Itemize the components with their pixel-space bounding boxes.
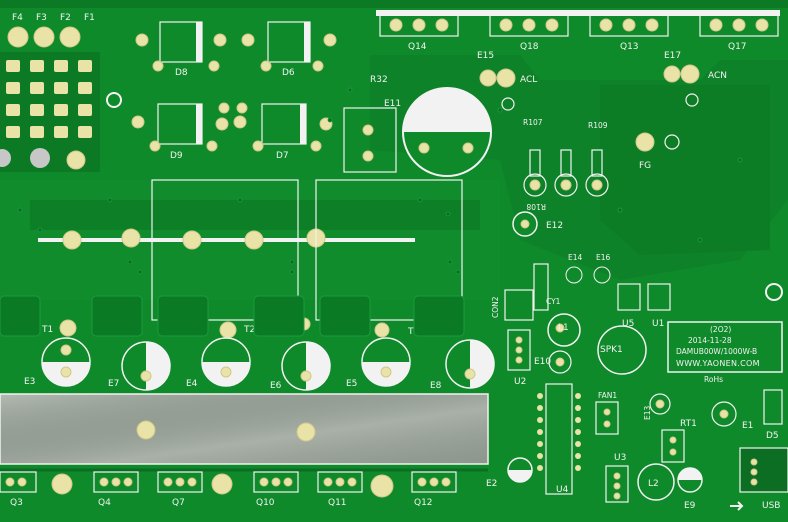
transistor-label-q14: Q14 — [408, 42, 427, 52]
label-usb: USB — [762, 501, 780, 511]
diode-d9 — [131, 103, 229, 152]
label-r108: R108 — [526, 202, 546, 211]
transistor-label-q12: Q12 — [414, 498, 433, 508]
label-e14: E14 — [568, 253, 583, 262]
transistor-q12 — [411, 471, 457, 493]
transistor-q3 — [0, 471, 37, 493]
transistor-label-q18: Q18 — [520, 42, 539, 52]
label-e10: E10 — [534, 357, 551, 367]
transistor-q14 — [379, 13, 459, 37]
label-t2: T2 — [243, 325, 255, 335]
diode-label-d9: D9 — [170, 151, 183, 161]
transistor-q17 — [699, 13, 779, 37]
heatsink-plate — [0, 393, 489, 465]
info-line4: WWW.YAONEN.COM — [676, 359, 760, 368]
label-fg: FG — [639, 161, 651, 171]
diode-d8 — [135, 21, 227, 72]
diode-d7 — [233, 103, 333, 152]
fuse-label-f1: F1 — [84, 13, 95, 23]
label-e5: E5 — [346, 379, 357, 389]
label-e1: E1 — [742, 421, 753, 431]
capacitor-e7 — [121, 341, 171, 391]
transistor-q13 — [589, 13, 669, 37]
label-e7: E7 — [108, 379, 119, 389]
transistor-label-q13: Q13 — [620, 42, 639, 52]
fuse-label-f2: F2 — [60, 13, 71, 23]
transistor-q7 — [157, 471, 203, 493]
label-r32: R32 — [370, 75, 388, 85]
label-r109: R109 — [588, 121, 608, 130]
info-line2: 2014-11-28 — [688, 336, 732, 345]
label-u2: U2 — [514, 377, 526, 387]
label-con2: CON2 — [491, 296, 500, 318]
transistor-label-q17: Q17 — [728, 42, 747, 52]
transistor-q18 — [489, 13, 569, 37]
rohs-mark: RoHs — [704, 375, 723, 384]
capacitor-e8 — [445, 339, 495, 389]
label-l1: L1 — [558, 323, 569, 333]
capacitor-e4 — [201, 337, 251, 387]
fuse-pad-grid — [0, 26, 100, 172]
ic-u4 — [545, 383, 573, 495]
label-e8: E8 — [430, 381, 442, 391]
label-e6: E6 — [270, 381, 282, 391]
transistor-q4 — [93, 471, 139, 493]
label-e16: E16 — [596, 253, 611, 262]
label-e9: E9 — [684, 501, 696, 511]
label-t1: T1 — [41, 325, 53, 335]
label-e17: E17 — [664, 51, 681, 61]
capacitor-e5 — [361, 337, 411, 387]
label-fan1: FAN1 — [598, 391, 617, 400]
label-e15: E15 — [477, 51, 494, 61]
label-r107: R107 — [523, 118, 543, 127]
label-d5: D5 — [766, 431, 779, 441]
transistor-label-q7: Q7 — [172, 498, 185, 508]
label-e12: E12 — [546, 221, 563, 231]
fuse-label-f4: F4 — [12, 13, 23, 23]
board-info-box — [667, 321, 783, 373]
capacitor-e3 — [41, 337, 91, 387]
label-e11: E11 — [384, 99, 401, 109]
diode-label-d8: D8 — [175, 68, 188, 78]
info-line3: DAMUB00W/1000W-B — [676, 347, 757, 356]
info-line1: (2O2) — [710, 325, 731, 334]
label-t3: T3 — [407, 327, 419, 337]
label-acn: ACN — [708, 71, 727, 81]
label-e3: E3 — [24, 377, 35, 387]
component-e11-outline — [343, 107, 397, 173]
transistor-label-q4: Q4 — [98, 498, 111, 508]
capacitor-e6 — [281, 341, 331, 391]
label-u1: U1 — [652, 319, 664, 329]
label-e13: E13 — [643, 405, 652, 420]
transistor-label-q10: Q10 — [256, 498, 275, 508]
label-cy1: CY1 — [546, 297, 561, 306]
label-l2: L2 — [648, 479, 659, 489]
diode-d6 — [241, 21, 337, 72]
transistor-q11 — [317, 471, 363, 493]
diode-label-d7: D7 — [276, 151, 289, 161]
fuse-label-f3: F3 — [36, 13, 47, 23]
label-u4: U4 — [556, 485, 569, 495]
label-rt1: RT1 — [680, 419, 697, 429]
capacitor-large — [402, 87, 492, 177]
transistor-label-q11: Q11 — [328, 498, 347, 508]
transistor-label-q3: Q3 — [10, 498, 23, 508]
label-e2: E2 — [486, 479, 497, 489]
diode-label-d6: D6 — [282, 68, 295, 78]
transformer-outline-2 — [315, 179, 463, 321]
label-spk1: SPK1 — [600, 345, 623, 355]
label-u3: U3 — [614, 453, 626, 463]
label-u5: U5 — [622, 319, 634, 329]
transformer-outline-1 — [151, 179, 299, 321]
label-acl: ACL — [520, 75, 537, 85]
label-e4: E4 — [186, 379, 198, 389]
usb-connector — [739, 447, 788, 493]
transistor-q10 — [253, 471, 299, 493]
